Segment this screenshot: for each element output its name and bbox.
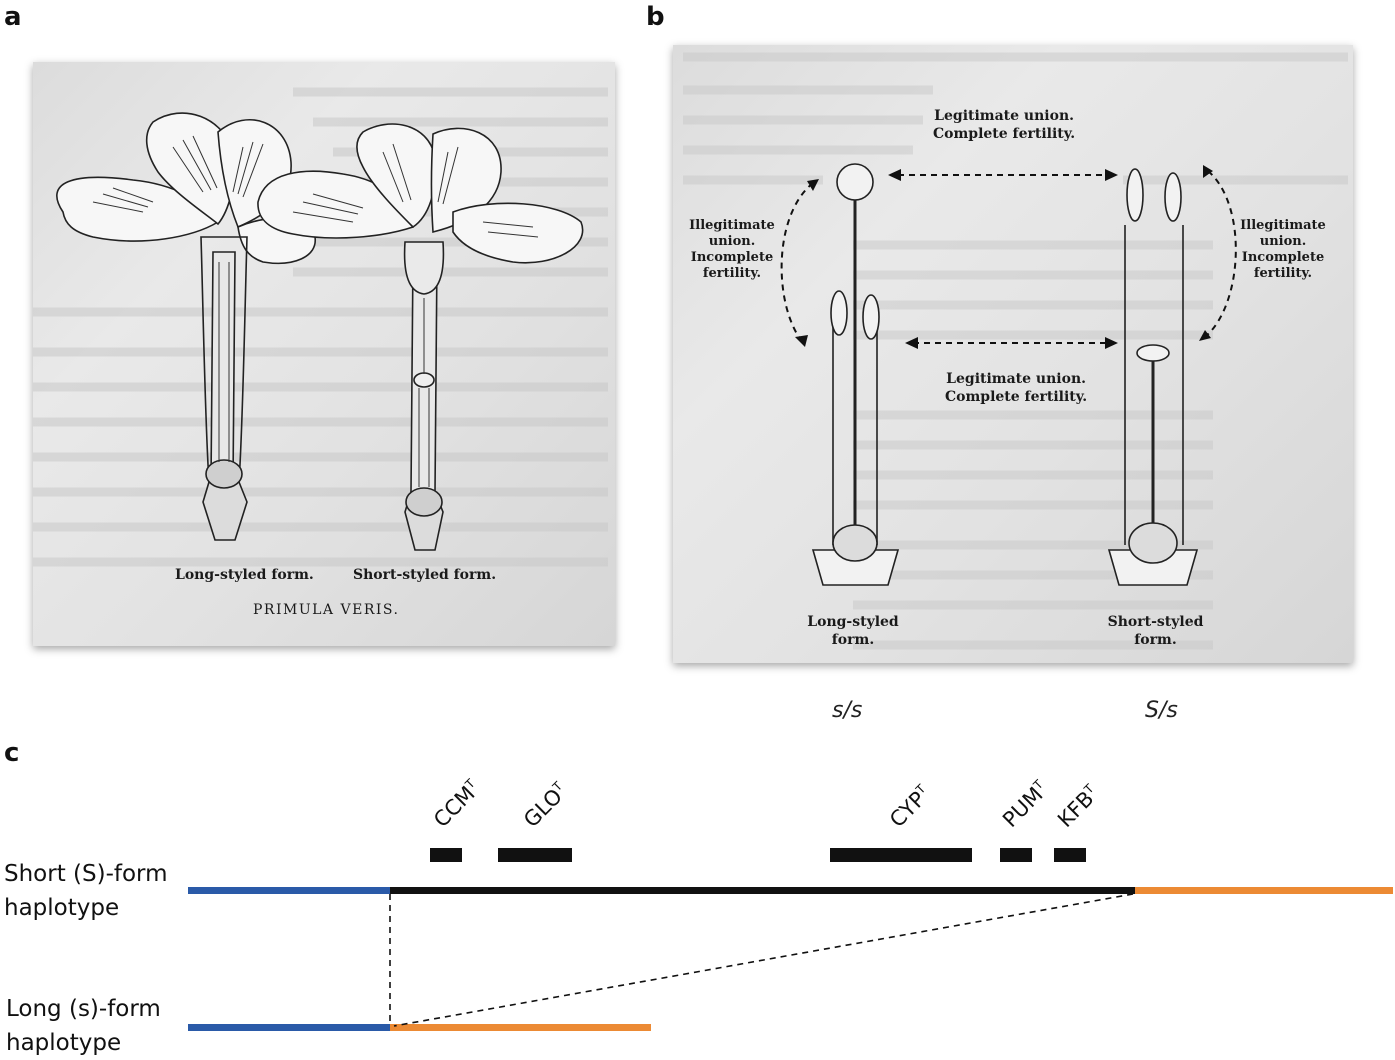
long-haplotype-line1: Long (s)-form — [6, 996, 161, 1022]
label-short-styled-form: Short-styled form. — [1098, 613, 1213, 649]
label-long-styled-form: Long-styled form. — [798, 613, 908, 649]
long-haplotype-line2: haplotype — [6, 1030, 122, 1056]
label-illegitimate-right: Illegitimate union. Incomplete fertility… — [1233, 218, 1333, 282]
genotype-short: S/s — [1145, 698, 1178, 723]
label-illegitimate-left: Illegitimate union. Incomplete fertility… — [687, 218, 777, 282]
short-haplotype-line1: Short (S)-form — [4, 861, 168, 887]
label-legitimate-top: Legitimate union. Complete fertility. — [933, 107, 1075, 143]
gene-block-ccm — [430, 848, 462, 862]
gene-block-glo — [498, 848, 572, 862]
panel-letter-a: a — [4, 2, 22, 32]
panel-letter-c: c — [4, 738, 20, 768]
caption-long-styled: Long-styled form. — [175, 567, 314, 583]
label-legitimate-mid: Legitimate union. Complete fertility. — [945, 370, 1087, 406]
panel-a-scan: Long-styled form. Short-styled form. PRI… — [33, 62, 615, 646]
short-supergene-region — [390, 887, 1135, 894]
short-form-line2: form. — [1134, 632, 1177, 648]
gene-block-kfb — [1054, 848, 1086, 862]
long-haplotype-label: Long (s)-form haplotype — [6, 992, 161, 1060]
gene-block-cyp — [830, 848, 972, 862]
connector-right — [393, 893, 1134, 1027]
illegitimate-right-line4: fertility. — [1253, 266, 1313, 281]
illegitimate-left-line1: Illegitimate — [689, 218, 775, 233]
illegitimate-left-line2: union. — [708, 234, 756, 249]
primula-flowers-illustration — [33, 87, 608, 567]
short-haplotype-label: Short (S)-form haplotype — [4, 857, 168, 925]
short-left-flank — [188, 887, 390, 894]
illegitimate-left-line4: fertility. — [702, 266, 762, 281]
legitimate-mid-line1: Legitimate union. — [946, 371, 1086, 387]
short-right-flank — [1135, 887, 1393, 894]
gene-label-glo: GLOT — [519, 779, 572, 832]
gene-label-kfb: KFBT — [1053, 781, 1104, 832]
long-form-line2: form. — [831, 632, 875, 648]
panel-b-scan: Legitimate union. Complete fertility. Le… — [673, 45, 1353, 663]
gene-label-ccm: CCMT — [429, 776, 485, 832]
illegitimate-right-line3: Incomplete — [1241, 250, 1325, 265]
genotype-long: s/s — [832, 698, 863, 723]
illegitimate-right-line2: union. — [1259, 234, 1307, 249]
long-right-flank — [390, 1024, 651, 1031]
gene-label-pum: PUMT — [998, 777, 1053, 832]
illegitimate-left-line3: Incomplete — [690, 250, 774, 265]
union-diagram — [683, 52, 1348, 650]
gene-label-cyp: CYPT — [885, 782, 935, 832]
legitimate-top-line2: Complete fertility. — [933, 126, 1076, 142]
caption-species: PRIMULA VERIS. — [253, 602, 400, 618]
panel-letter-b: b — [646, 2, 665, 32]
short-form-line1: Short-styled — [1107, 614, 1204, 630]
legitimate-top-line1: Legitimate union. — [934, 108, 1074, 124]
gene-block-pum — [1000, 848, 1032, 862]
legitimate-mid-line2: Complete fertility. — [945, 389, 1088, 405]
illegitimate-right-line1: Illegitimate — [1240, 218, 1326, 233]
long-form-line1: Long-styled — [807, 614, 899, 630]
short-haplotype-line2: haplotype — [4, 895, 120, 921]
long-left-flank — [188, 1024, 390, 1031]
caption-short-styled: Short-styled form. — [353, 567, 497, 583]
